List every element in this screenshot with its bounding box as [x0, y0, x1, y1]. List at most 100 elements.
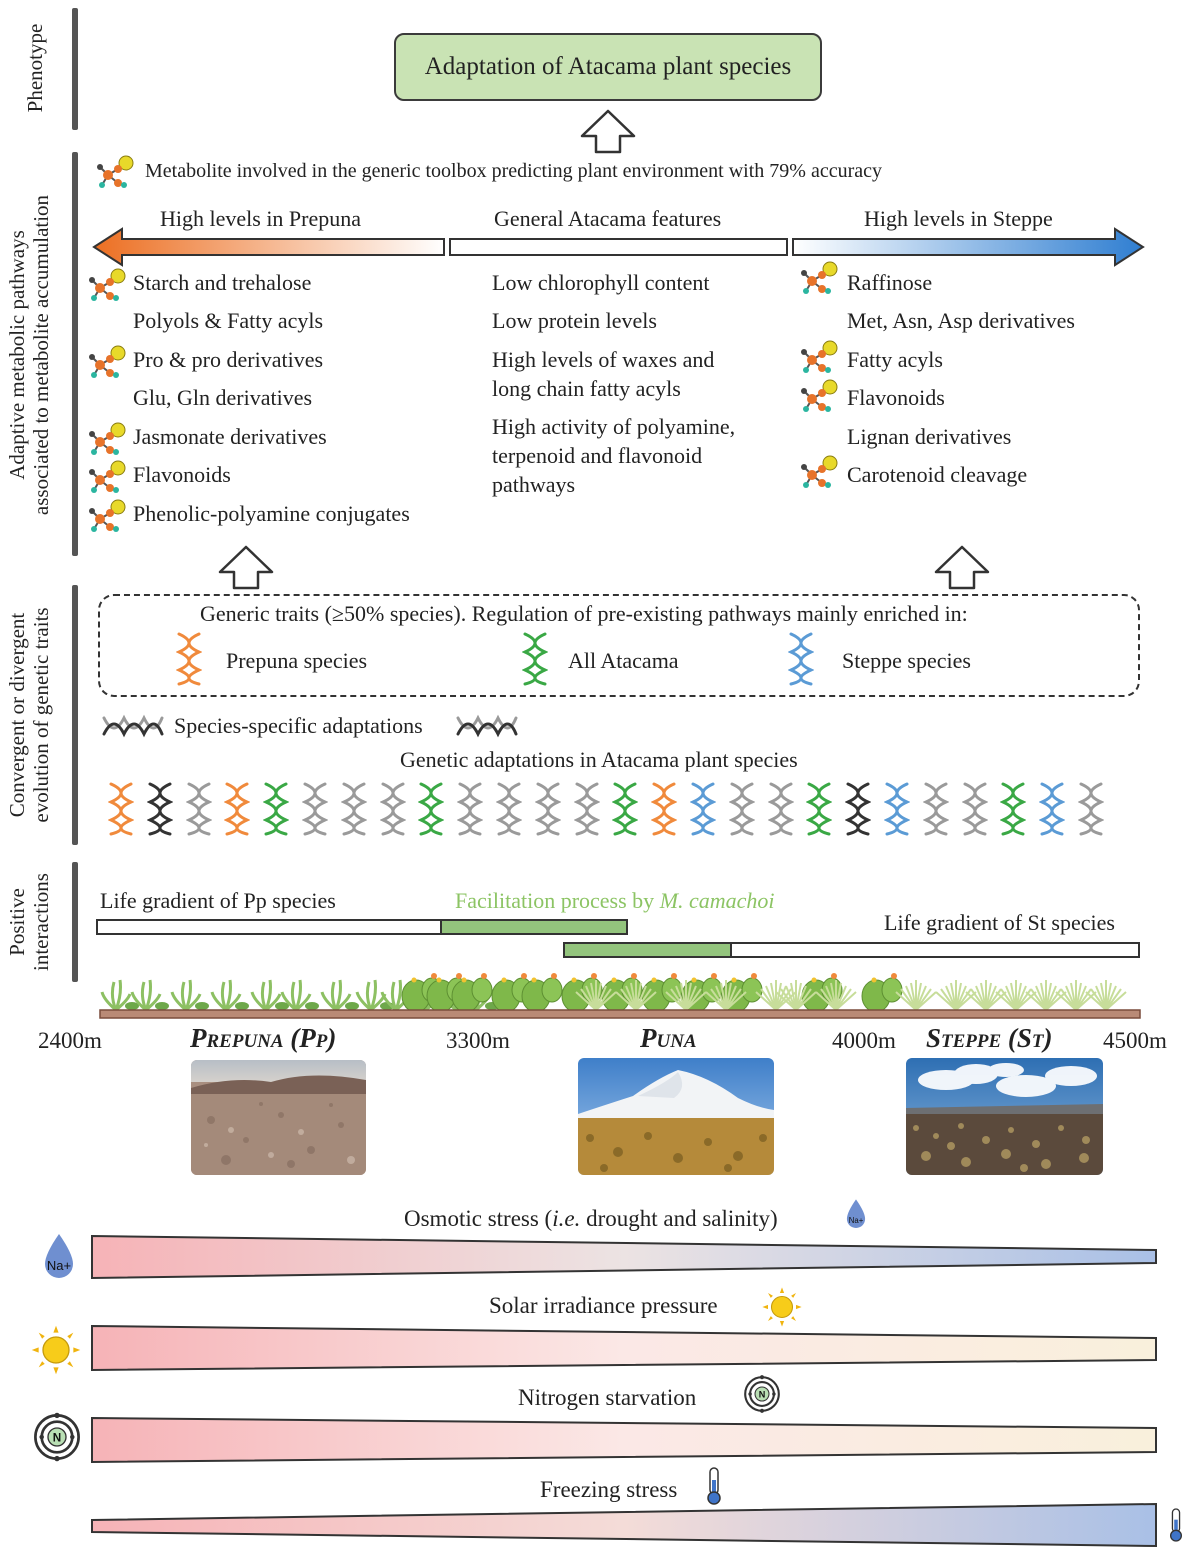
metabolite-icon: [800, 379, 838, 413]
dna-icon: [419, 782, 443, 836]
genetic-label-line1: Convergent or divergent: [5, 612, 29, 818]
dna-icon: [1001, 782, 1025, 836]
header-steppe: High levels in Steppe: [864, 206, 1053, 231]
puna-photo: [578, 1058, 774, 1175]
pathways-section-label: Adaptive metabolic pathways associated t…: [5, 155, 55, 555]
dna-icon: [497, 782, 521, 836]
solar-title: Solar irradiance pressure: [489, 1293, 718, 1318]
steppe-item: Flavonoids: [847, 385, 945, 410]
pp-gradient-bar: [96, 919, 442, 935]
prepuna-item: Starch and trehalose: [133, 270, 312, 295]
prepuna-item: Glu, Gln derivatives: [133, 385, 313, 410]
dna-icon: [652, 782, 676, 836]
vegetation-strip: [99, 973, 1141, 1019]
pathways-label-line1: Adaptive metabolic pathways: [5, 230, 29, 480]
nitrogen-wedge: [91, 1416, 1157, 1464]
altitude-label: 4000m: [832, 1028, 896, 1053]
dna-icon: [109, 782, 133, 836]
dna-icon: [769, 782, 793, 836]
cactus-icon: [451, 973, 493, 1013]
genetic-label-line2: evolution of genetic traits: [29, 607, 53, 823]
general-bar: [449, 238, 788, 256]
cactus-icon: [861, 973, 903, 1013]
st-facilitation-bar: [563, 942, 732, 958]
cactus-icon: [521, 973, 563, 1013]
altitude-label: 2400m: [38, 1028, 102, 1053]
dna-horizontal-icon: [456, 714, 518, 738]
steppe-photo: [906, 1058, 1103, 1175]
dna-icon: [536, 782, 560, 836]
species-specific-label: Species-specific adaptations: [174, 713, 423, 738]
water-drop-icon: Na+: [846, 1199, 866, 1228]
up-arrow-icon: [218, 545, 274, 590]
thermometer-icon: [707, 1467, 721, 1505]
dna-icon: [225, 782, 249, 836]
dna-icon: [807, 782, 831, 836]
phenotype-box: Adaptation of Atacama plant species: [394, 33, 822, 101]
grass-icon: [1055, 980, 1097, 1011]
grass-icon: [815, 980, 857, 1011]
dna-icon: [575, 782, 599, 836]
facilitation-text: Facilitation process by: [455, 888, 660, 913]
zone-steppe: Steppe (St): [926, 1023, 1053, 1053]
shrub-icon: [170, 979, 209, 1012]
dna-icon: [885, 782, 909, 836]
grass-icon: [665, 980, 707, 1011]
steppe-item: Carotenoid cleavage: [847, 462, 1028, 487]
osmotic-title: Osmotic stress (i.e. drought and salinit…: [404, 1206, 778, 1232]
shrub-icon: [320, 979, 359, 1012]
steppe-item: Raffinose: [847, 270, 933, 295]
dna-icon: [187, 782, 211, 836]
zone-prepuna: Prepuna (Pp): [190, 1023, 337, 1053]
nitrogen-atom-icon: [744, 1374, 780, 1414]
general-item: pathways: [492, 472, 576, 497]
sun-icon: [31, 1325, 81, 1375]
dna-icon: [458, 782, 482, 836]
interactions-section-bar: [72, 862, 78, 982]
shrub-icon: [210, 979, 249, 1012]
generic-traits-title: Generic traits (≥50% species). Regulatio…: [200, 601, 968, 626]
steppe-item: Fatty acyls: [847, 347, 943, 372]
pp-gradient-label: Life gradient of Pp species: [100, 888, 336, 913]
general-item: High activity of polyamine,: [492, 414, 736, 439]
water-drop-icon: Na+: [45, 1234, 73, 1278]
dna-icon: [924, 782, 948, 836]
generic-traits-box: [98, 594, 1140, 697]
dna-icon: [730, 782, 754, 836]
pathways-label-line2: associated to metabolite accumulation: [29, 194, 53, 516]
grass-icon: [705, 980, 747, 1011]
ground-line: [99, 1009, 1141, 1019]
plants-group: [100, 973, 1127, 1013]
shrub-icon: [100, 979, 139, 1012]
dna-icon: [789, 632, 813, 686]
steppe-arrow: [792, 227, 1145, 267]
dna-row: [108, 774, 1128, 846]
generic-traits-steppe: Steppe species: [842, 648, 971, 673]
shrub-icon: [250, 979, 289, 1012]
na-label: Na+: [47, 1258, 71, 1273]
phenotype-section-label: Phenotype: [23, 23, 47, 113]
solar-wedge: [91, 1324, 1157, 1372]
prepuna-item: Jasmonate derivatives: [133, 424, 327, 449]
metabolite-icon: [88, 460, 126, 494]
pp-facilitation-bar: [440, 919, 628, 935]
metabolite-icon: [88, 422, 126, 456]
grass-icon: [895, 980, 937, 1011]
phenotype-section-bar: [72, 8, 78, 130]
shrub-icon: [130, 979, 169, 1012]
dna-icon: [177, 632, 201, 686]
dna-icon: [1079, 782, 1103, 836]
general-item: Low chlorophyll content: [492, 270, 710, 295]
freezing-title: Freezing stress: [540, 1477, 678, 1502]
altitude-label: 3300m: [446, 1028, 510, 1053]
osmotic-wedge: [91, 1234, 1157, 1280]
facilitation-label: Facilitation process by M. camachoi: [455, 888, 775, 914]
grass-icon: [575, 980, 617, 1011]
interactions-label-line2: interactions: [29, 873, 53, 971]
up-arrow-icon: [934, 545, 990, 590]
osmotic-title-pre: Osmotic stress (: [404, 1206, 553, 1231]
interactions-label-line1: Positive: [5, 888, 29, 956]
prepuna-item: Phenolic-polyamine conjugates: [133, 501, 410, 526]
generic-traits-prepuna: Prepuna species: [226, 648, 368, 673]
metabolite-icon: [96, 155, 134, 189]
